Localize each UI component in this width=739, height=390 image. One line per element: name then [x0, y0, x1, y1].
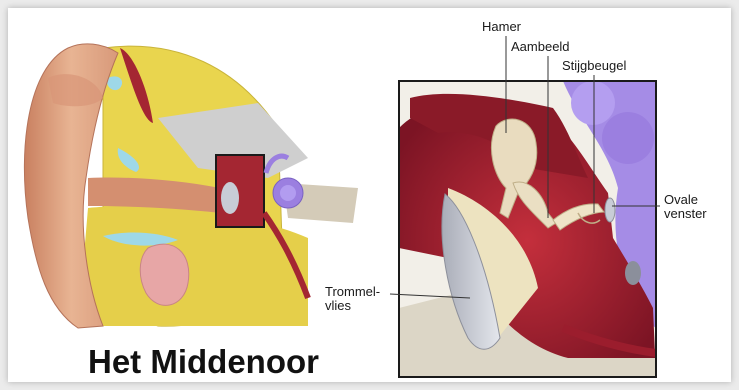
label-hamer: Hamer [482, 20, 521, 34]
label-trommelvlies-line2: vlies [325, 299, 380, 313]
diagram-title: Het Middenoor [88, 343, 319, 381]
diagram-card: Hamer Aambeeld Stijgbeugel Ovale venster… [8, 8, 731, 382]
inset-detail [399, 81, 656, 377]
label-trommelvlies: Trommel- vlies [325, 285, 380, 313]
ear-overview [24, 44, 358, 328]
label-aambeeld: Aambeeld [511, 40, 570, 54]
label-ovale-venster-line2: venster [664, 207, 707, 221]
label-trommelvlies-line1: Trommel- [325, 285, 380, 299]
label-ovale-venster: Ovale venster [664, 193, 707, 221]
label-stijgbeugel: Stijgbeugel [562, 59, 626, 73]
label-ovale-venster-line1: Ovale [664, 193, 707, 207]
